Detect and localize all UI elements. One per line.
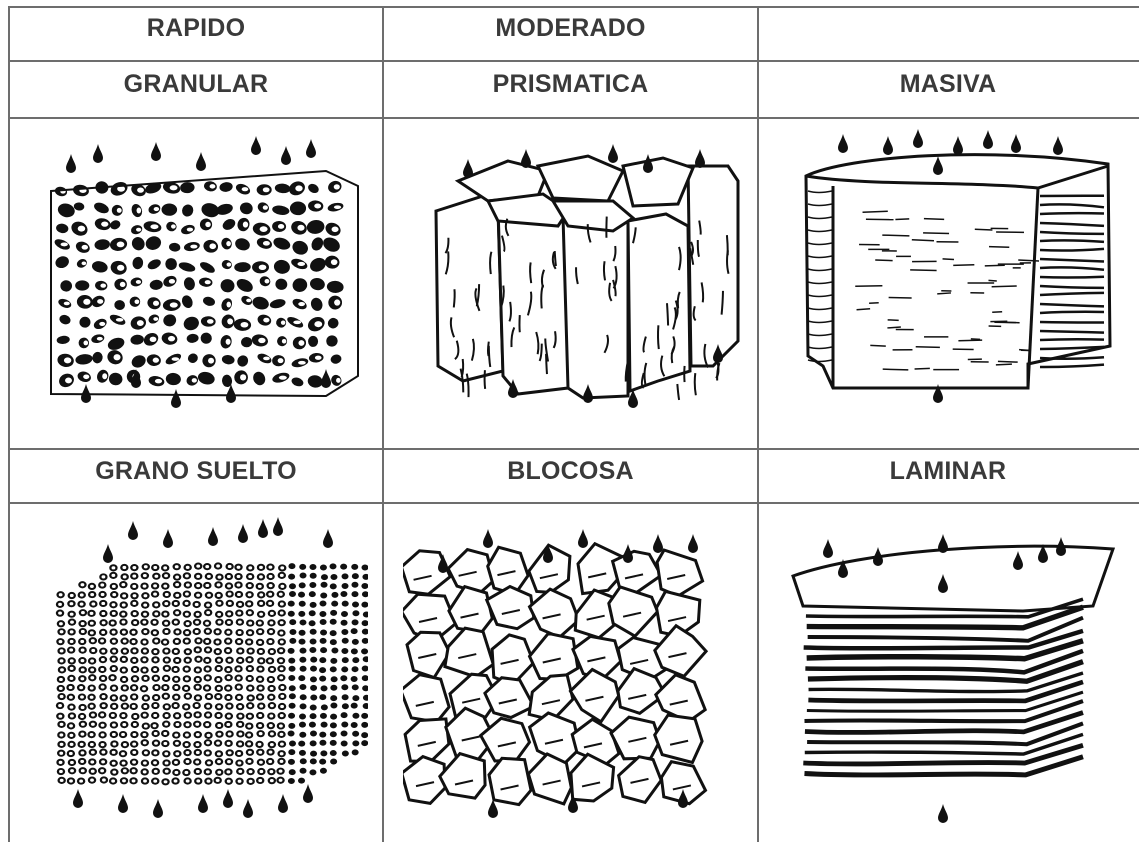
water-drop-icon	[953, 136, 963, 155]
water-drop-icon	[983, 130, 993, 149]
water-drop-icon	[303, 784, 313, 803]
water-drop-icon	[243, 799, 253, 818]
water-drop-icon	[251, 136, 261, 155]
table-rule	[8, 117, 1139, 119]
blocky-structure-illustration	[403, 511, 748, 836]
water-drop-icon	[323, 529, 333, 548]
water-drop-icon	[838, 134, 848, 153]
water-drop-icon	[1053, 136, 1063, 155]
water-drop-icon	[1011, 134, 1021, 153]
type-label-single-grain: GRANO SUELTO	[10, 455, 382, 487]
water-drop-icon	[66, 154, 76, 173]
water-drop-icon	[128, 521, 138, 540]
type-label-granular: GRANULAR	[10, 68, 382, 100]
table-rule	[382, 6, 384, 842]
water-drop-icon	[688, 534, 698, 553]
water-drop-icon	[913, 129, 923, 148]
water-drop-icon	[938, 804, 948, 823]
table-border-top	[8, 6, 1139, 8]
prismatic-structure-illustration	[408, 126, 748, 426]
water-drop-icon	[483, 529, 493, 548]
water-drop-icon	[883, 136, 893, 155]
water-drop-icon	[223, 789, 233, 808]
type-label-prismatic: PRISMATICA	[384, 68, 757, 100]
table-rule	[8, 448, 1139, 450]
table-rule	[8, 502, 1139, 504]
water-drop-icon	[1056, 537, 1066, 556]
water-drop-icon	[938, 534, 948, 553]
water-drop-icon	[163, 529, 173, 548]
speed-label-rapid: RAPIDO	[10, 12, 382, 44]
water-drop-icon	[281, 146, 291, 165]
water-drop-icon	[623, 544, 633, 563]
speed-label-empty	[759, 12, 1137, 44]
water-drop-icon	[153, 799, 163, 818]
table-border-left	[8, 6, 10, 842]
soil-structure-table: RAPIDO MODERADO GRANULAR PRISMATICA MASI…	[8, 6, 1139, 842]
water-drop-icon	[258, 519, 268, 538]
water-drop-icon	[823, 539, 833, 558]
water-drop-icon	[488, 799, 498, 818]
laminar-structure-illustration	[783, 511, 1128, 831]
water-drop-icon	[208, 527, 218, 546]
water-drop-icon	[73, 789, 83, 808]
single-grain-structure-illustration	[38, 511, 368, 836]
type-label-blocky: BLOCOSA	[384, 455, 757, 487]
water-drop-icon	[463, 159, 473, 178]
water-drop-icon	[278, 794, 288, 813]
type-label-massive: MASIVA	[759, 68, 1137, 100]
table-rule	[757, 6, 759, 842]
water-drop-icon	[873, 547, 883, 566]
water-drop-icon	[171, 389, 181, 408]
water-drop-icon	[196, 152, 206, 171]
water-drop-icon	[238, 524, 248, 543]
water-drop-icon	[321, 369, 331, 388]
massive-structure-illustration	[788, 126, 1128, 426]
granular-structure-illustration	[26, 126, 371, 426]
water-drop-icon	[578, 529, 588, 548]
speed-label-moderate: MODERADO	[384, 12, 757, 44]
water-drop-icon	[521, 149, 531, 168]
water-drop-icon	[643, 154, 653, 173]
water-drop-icon	[118, 794, 128, 813]
water-drop-icon	[273, 517, 283, 536]
water-drop-icon	[93, 144, 103, 163]
water-drop-icon	[151, 142, 161, 161]
water-drop-icon	[81, 384, 91, 403]
water-drop-icon	[608, 144, 618, 163]
water-drop-icon	[653, 534, 663, 553]
water-drop-icon	[103, 544, 113, 563]
water-drop-icon	[306, 139, 316, 158]
table-rule	[8, 60, 1139, 62]
type-label-laminar: LAMINAR	[759, 455, 1137, 487]
water-drop-icon	[198, 794, 208, 813]
water-drop-icon	[695, 149, 705, 168]
